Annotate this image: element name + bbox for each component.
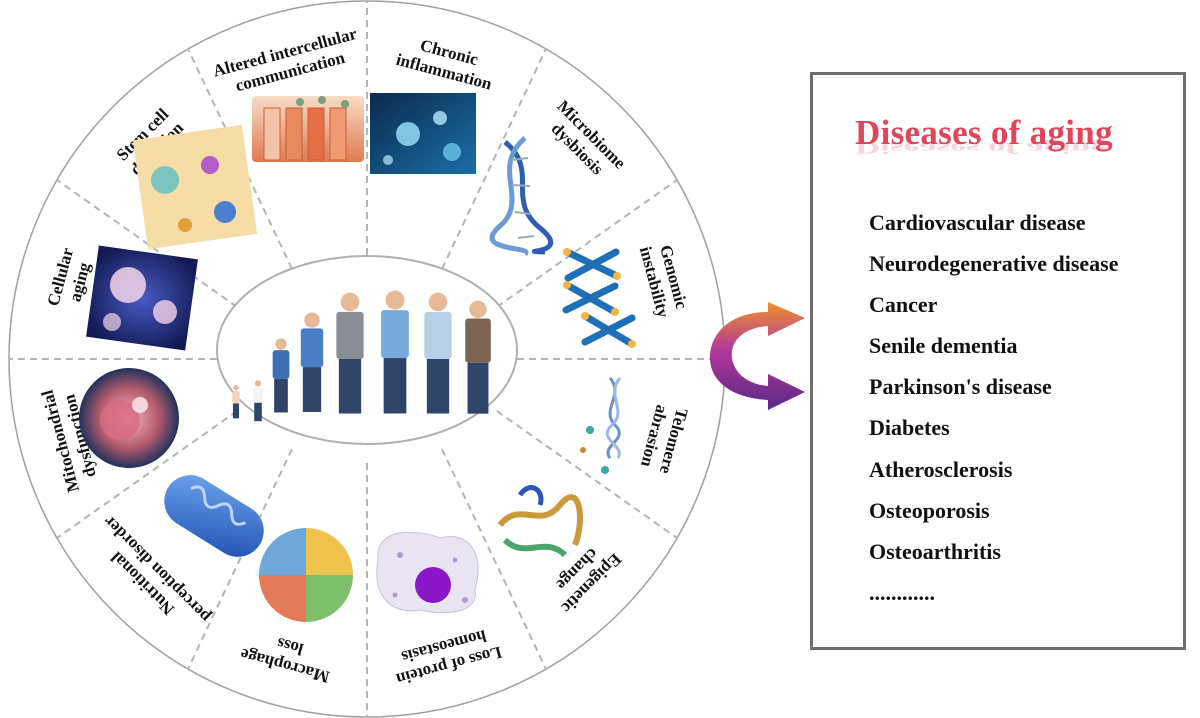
curved-arrow-icon <box>710 302 805 410</box>
person-figure <box>232 385 240 419</box>
disease-item: Diabetes <box>869 415 950 441</box>
segment-divider <box>441 448 547 670</box>
aging-cell-icon <box>79 368 179 468</box>
disease-item: Atherosclerosis <box>869 456 1013 482</box>
food-plate-icon <box>259 528 353 622</box>
disease-item: Osteoarthritis <box>869 538 1001 564</box>
stem-cells-icon <box>86 245 198 351</box>
segment-divider <box>56 179 238 308</box>
person-figure <box>465 300 491 414</box>
person-figure <box>381 290 409 414</box>
epigenetic-dna-icon <box>580 377 622 474</box>
disease-item: Cancer <box>869 292 938 318</box>
mitochondria-icon <box>164 475 264 557</box>
protein-structure-icon <box>497 485 583 558</box>
person-figure <box>336 292 364 414</box>
cell-communication-icon <box>132 124 258 250</box>
diseases-of-aging-panel: Diseases of aging Diseases of aging Card… <box>810 72 1186 650</box>
tissue-inflammation-icon <box>252 96 364 162</box>
segment-divider <box>496 179 678 308</box>
disease-item: Cardiovascular disease <box>869 210 1086 235</box>
macrophage-cell-icon <box>376 531 479 614</box>
disease-item: Parkinson's disease <box>869 374 1052 400</box>
human-lifespan-figures-icon <box>232 290 491 422</box>
segment-dividers <box>9 1 725 717</box>
microbe-icon <box>370 93 476 174</box>
aging-hallmarks-wheel: ChronicinflammationMicrobiomedysbiosisGe… <box>8 0 726 718</box>
person-figure <box>272 338 290 413</box>
person-figure <box>300 312 324 412</box>
disease-item: Osteoporosis <box>869 497 990 523</box>
segment-divider <box>56 410 238 539</box>
segment-divider <box>496 410 678 539</box>
person-figure <box>424 292 452 414</box>
disease-item: ............ <box>869 579 935 605</box>
person-figure <box>253 380 263 422</box>
panel-title: Diseases of aging <box>855 113 1113 152</box>
segment-divider <box>187 448 293 670</box>
disease-item: Senile dementia <box>869 333 1018 359</box>
dna-helix-icon <box>489 136 554 256</box>
chromosome-icon <box>562 248 636 348</box>
segment-divider <box>441 48 547 270</box>
disease-item: Neurodegenerative disease <box>869 251 1119 277</box>
